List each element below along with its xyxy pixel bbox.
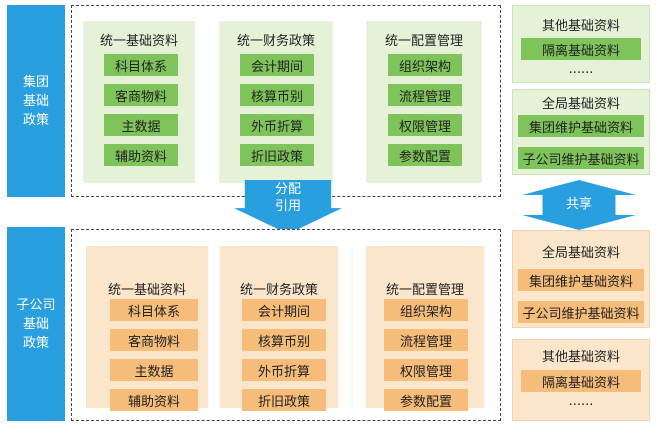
group-policy-region: 统一基础资料 科目体系 客商物料 主数据 辅助资料 统一财务政策 会计期间 核算… xyxy=(71,5,501,197)
panel-item: 组织架构 xyxy=(388,54,462,76)
panel-item: 权限管理 xyxy=(388,114,462,136)
panel-title: 统一基础资料 xyxy=(99,34,178,49)
panel-title: 统一财务政策 xyxy=(239,283,318,298)
share-label: 共享 xyxy=(565,197,592,212)
box-ellipsis: ...... xyxy=(568,394,594,409)
arrow-label-line1: 分配 xyxy=(274,182,301,197)
box-item: 子公司维护基础资料 xyxy=(518,301,644,323)
panel-title: 统一配置管理 xyxy=(384,34,463,49)
group-policy-label: 集团 基础 政策 xyxy=(7,5,65,197)
box-title: 其他基础资料 xyxy=(541,19,620,34)
panel-title: 统一配置管理 xyxy=(385,283,464,298)
sub-panel-config-mgmt: 统一配置管理 组织架构 流程管理 权限管理 参数配置 xyxy=(366,246,484,411)
sub-panel-basic-data: 统一基础资料 科目体系 客商物料 主数据 辅助资料 xyxy=(86,246,208,411)
box-title: 全局基础资料 xyxy=(541,246,620,261)
panel-item: 辅助资料 xyxy=(104,144,178,166)
subsidiary-policy-label: 子公司 基础 政策 xyxy=(7,227,65,421)
other-basic-data-box-bottom: 其他基础资料 隔离基础资料 ...... xyxy=(512,339,650,421)
panel-item: 参数配置 xyxy=(384,389,468,411)
box-item: 集团维护基础资料 xyxy=(518,269,644,291)
group-panel-basic-data: 统一基础资料 科目体系 客商物料 主数据 辅助资料 xyxy=(83,21,195,183)
group-panel-config-mgmt: 统一配置管理 组织架构 流程管理 权限管理 参数配置 xyxy=(366,21,482,183)
other-basic-data-box-top: 其他基础资料 隔离基础资料 ...... xyxy=(512,5,650,83)
panel-item: 主数据 xyxy=(104,114,178,136)
panel-item: 辅助资料 xyxy=(110,389,198,411)
panel-title: 统一基础资料 xyxy=(107,283,186,298)
box-title: 其他基础资料 xyxy=(541,350,620,365)
panel-item: 流程管理 xyxy=(384,329,468,351)
panel-item: 会计期间 xyxy=(242,299,326,321)
panel-item: 客商物料 xyxy=(110,329,198,351)
panel-item: 组织架构 xyxy=(384,299,468,321)
panel-item: 权限管理 xyxy=(384,359,468,381)
global-basic-data-box-bottom: 全局基础资料 集团维护基础资料 子公司维护基础资料 xyxy=(512,230,650,328)
sub-panel-finance-policy: 统一财务政策 会计期间 核算币别 外币折算 折旧政策 xyxy=(220,246,338,411)
panel-item: 折旧政策 xyxy=(240,144,314,166)
arrow-label-line2: 引用 xyxy=(274,199,301,214)
panel-item: 折旧政策 xyxy=(242,389,326,411)
panel-item: 外币折算 xyxy=(242,359,326,381)
panel-item: 客商物料 xyxy=(104,84,178,106)
panel-item: 主数据 xyxy=(110,359,198,381)
box-ellipsis: ...... xyxy=(568,62,594,77)
box-item: 子公司维护基础资料 xyxy=(518,147,644,169)
panel-item: 会计期间 xyxy=(240,54,314,76)
box-title: 全局基础资料 xyxy=(541,97,620,112)
box-item: 集团维护基础资料 xyxy=(518,115,644,137)
panel-item: 外币折算 xyxy=(240,114,314,136)
box-item: 隔离基础资料 xyxy=(521,38,641,60)
group-panel-finance-policy: 统一财务政策 会计期间 核算币别 外币折算 折旧政策 xyxy=(219,21,333,183)
panel-title: 统一财务政策 xyxy=(236,34,315,49)
box-item: 隔离基础资料 xyxy=(521,370,641,392)
panel-item: 参数配置 xyxy=(388,144,462,166)
panel-item: 流程管理 xyxy=(388,84,462,106)
global-basic-data-box-top: 全局基础资料 集团维护基础资料 子公司维护基础资料 xyxy=(512,89,650,175)
panel-item: 核算币别 xyxy=(240,84,314,106)
subsidiary-policy-region: 统一基础资料 科目体系 客商物料 主数据 辅助资料 统一财务政策 会计期间 核算… xyxy=(71,229,501,421)
panel-item: 核算币别 xyxy=(242,329,326,351)
panel-item: 科目体系 xyxy=(110,299,198,321)
panel-item: 科目体系 xyxy=(104,54,178,76)
